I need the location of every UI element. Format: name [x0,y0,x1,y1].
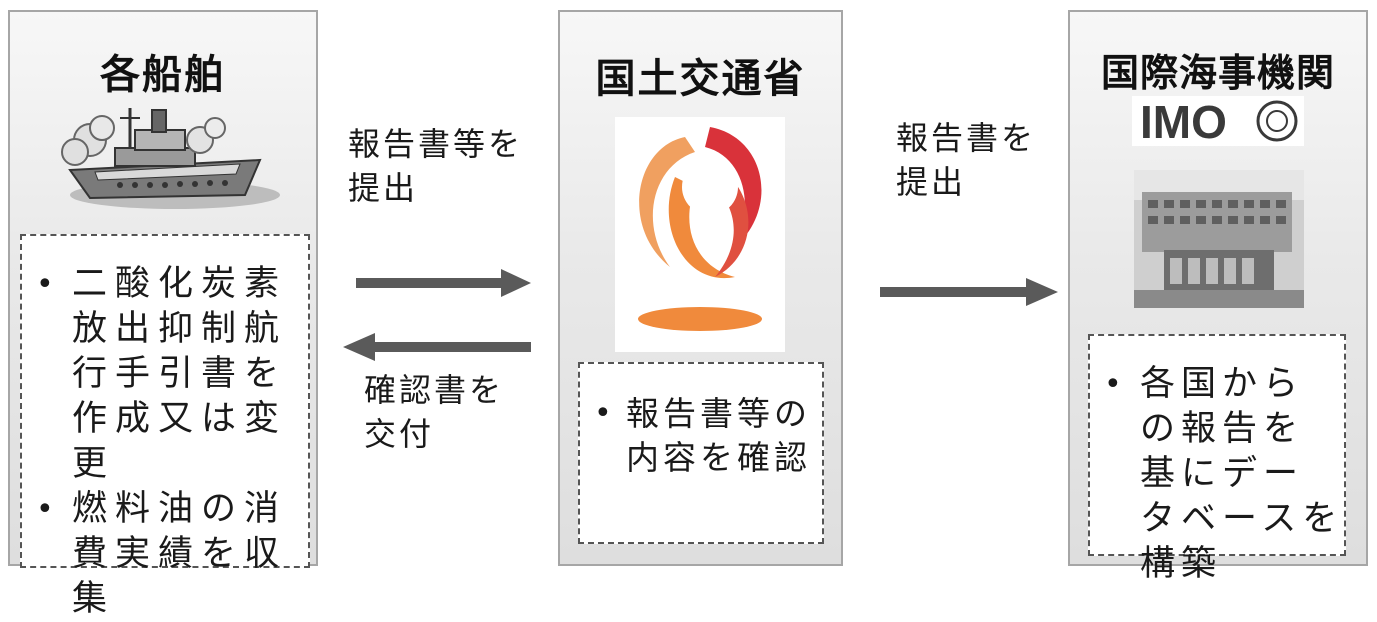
mlit-note-box: • 報告書等の内容を確認 [578,362,824,544]
bullet-dot: • [36,267,54,302]
imo-logo-text: IMO [1140,96,1227,146]
arrow-right-icon [356,269,531,297]
imo-title: 国際海事機関 [1100,51,1335,95]
bullet-dot: • [1104,367,1122,402]
imo-logo: IMO [1132,96,1304,146]
ships-note-text: 燃料油の消費実績を収集 [72,489,288,619]
panel-imo: 国際海事機関 IMO • 各国からの報告を基にデータベースを構築 [1068,10,1368,584]
imo-building-photo [1134,170,1304,308]
ships-note-text: 二酸化炭素放出抑制航行手引書を作成又は変更 [72,264,288,484]
ships-title: 各船舶 [100,52,226,98]
ships-note-box: • 二酸化炭素放出抑制航行手引書を作成又は変更 • 燃料油の消費実績を収集 [20,234,310,619]
mlit-logo-icon [615,117,785,352]
flow-label-report-submit-2: 報告書を 提出 [896,119,1037,201]
arrow-right-icon [880,278,1058,306]
arrow-left-icon [343,333,531,361]
mlit-note-item: • 報告書等の内容を確認 [580,392,822,480]
ship-illustration [61,108,280,209]
mlit-note-list: • 報告書等の内容を確認 [580,364,822,480]
panel-mlit: 国土交通省 • 報告書等の内容を確認 [558,10,843,566]
flow-label-confirm-issue: 確認書を 交付 [364,371,505,453]
imo-note-box: • 各国からの報告を基にデータベースを構築 [1088,334,1346,584]
bullet-dot: • [594,396,612,431]
panel-ships: 各船舶 • 二酸化炭素放出抑制航行手引書を作成又は変更 • 燃料油の消費実績を収集 [8,10,318,619]
mlit-note-text: 報告書等の内容を確認 [626,394,811,477]
bullet-dot: • [36,492,54,527]
mlit-title: 国土交通省 [595,56,806,102]
imo-note-list: • 各国からの報告を基にデータベースを構築 [1090,336,1344,587]
ships-note-item: • 燃料油の消費実績を収集 [22,487,308,622]
flow-label-report-submit: 報告書等を 提出 [348,125,524,207]
imo-note-item: • 各国からの報告を基にデータベースを構築 [1090,362,1344,587]
ships-note-list: • 二酸化炭素放出抑制航行手引書を作成又は変更 • 燃料油の消費実績を収集 [22,236,308,622]
ships-note-item: • 二酸化炭素放出抑制航行手引書を作成又は変更 [22,262,308,487]
imo-note-text: 各国からの報告を基にデータベースを構築 [1140,364,1344,584]
